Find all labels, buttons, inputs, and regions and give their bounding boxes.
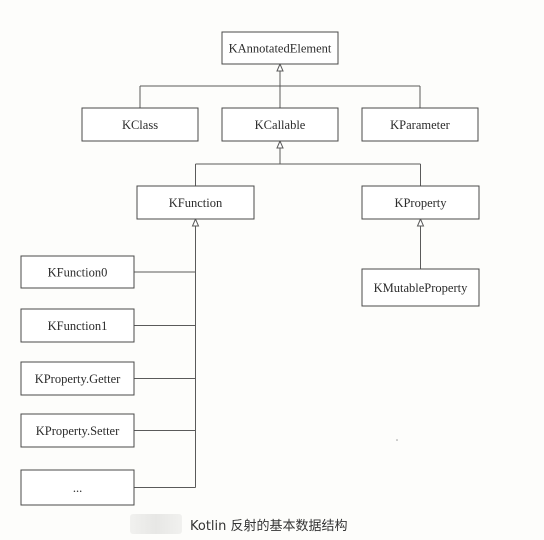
arrowhead-kcallable xyxy=(276,139,284,149)
node-box xyxy=(136,185,255,220)
node-label: KFunction0 xyxy=(48,266,108,280)
node-kparameter: KParameter xyxy=(361,107,479,142)
node-box xyxy=(361,268,480,307)
node-box xyxy=(81,107,199,142)
arrowhead-kproperty xyxy=(416,217,425,227)
node-label: KProperty.Getter xyxy=(35,372,121,386)
node-kproperty-setter: KProperty.Setter xyxy=(20,413,135,448)
caption-text: Kotlin 反射的基本数据结构 xyxy=(190,518,348,534)
node-label: KClass xyxy=(122,118,158,132)
node-label: KAnnotatedElement xyxy=(229,42,332,56)
node-box xyxy=(221,107,339,142)
node-label: KFunction1 xyxy=(48,319,108,333)
node-label: KCallable xyxy=(255,118,306,132)
node-box xyxy=(361,185,480,220)
node-kproperty-getter: KProperty.Getter xyxy=(20,361,135,396)
node-kmutableproperty: KMutableProperty xyxy=(361,268,480,307)
caption-smudge xyxy=(130,514,182,534)
node-kproperty: KProperty xyxy=(361,185,480,220)
node-label: KMutableProperty xyxy=(374,281,468,295)
node-box xyxy=(221,31,339,65)
node-box xyxy=(20,361,135,396)
node-kfunction0: KFunction0 xyxy=(20,255,135,289)
node-more: ... xyxy=(20,469,135,506)
node-label: KParameter xyxy=(390,118,451,132)
arrowhead-kfunction xyxy=(191,217,200,227)
node-kannotatedelement: KAnnotatedElement xyxy=(221,31,339,65)
node-label: KFunction xyxy=(169,196,223,210)
node-box xyxy=(20,413,135,448)
node-label: ... xyxy=(73,481,82,495)
figure-caption: Kotlin 反射的基本数据结构 xyxy=(130,512,430,536)
node-kcallable: KCallable xyxy=(221,107,339,142)
node-box xyxy=(361,107,479,142)
edges-layer xyxy=(134,62,425,488)
scan-speck xyxy=(396,439,398,441)
node-box xyxy=(20,469,135,506)
arrowhead-kannotatedelement xyxy=(276,62,284,72)
node-kclass: KClass xyxy=(81,107,199,142)
node-label: KProperty.Setter xyxy=(36,424,120,438)
node-box xyxy=(20,308,135,343)
node-box xyxy=(20,255,135,289)
node-kfunction1: KFunction1 xyxy=(20,308,135,343)
node-label: KProperty xyxy=(394,196,447,210)
node-kfunction: KFunction xyxy=(136,185,255,220)
